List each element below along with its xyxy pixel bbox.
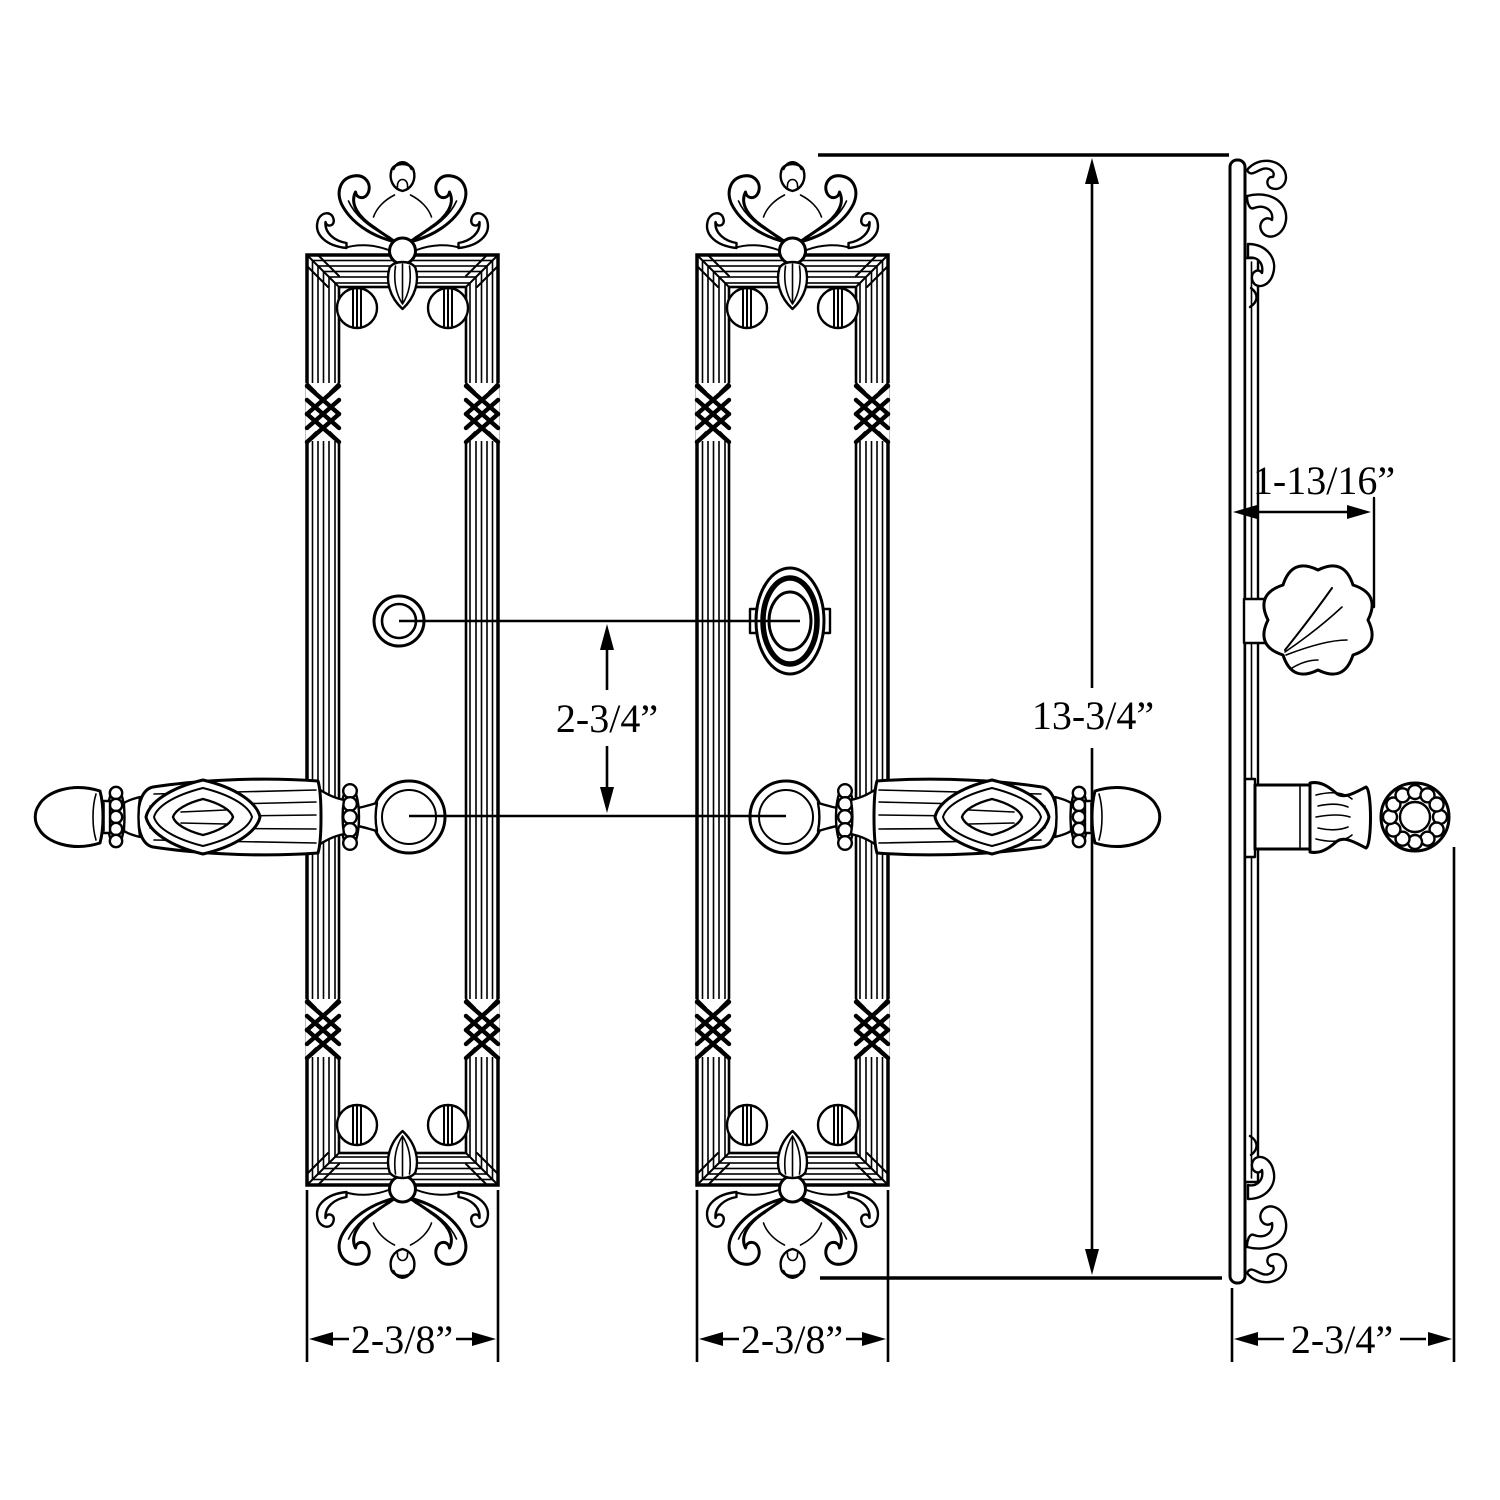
arrowhead-right xyxy=(1428,1332,1452,1346)
left-plate-body xyxy=(306,255,500,1185)
dimension-overall-height: 13-3/4” xyxy=(818,153,1229,1280)
left-lever-handle xyxy=(33,777,379,857)
side-lever-end-rosette xyxy=(1379,781,1451,853)
arrowhead-up xyxy=(1085,158,1099,184)
dim-label-left-plate-width: 2-3/8” xyxy=(351,1317,453,1362)
dim-label-lever-projection: 2-3/4” xyxy=(1291,1317,1393,1362)
right-lever-handle xyxy=(816,777,1162,857)
arrowhead-up xyxy=(600,624,614,650)
side-lever-assembly xyxy=(1243,777,1451,859)
side-profile-view xyxy=(1228,158,1374,1285)
side-plate-edge xyxy=(1228,158,1247,1285)
arrowhead-right xyxy=(1347,505,1371,519)
arrowhead-down xyxy=(1085,1249,1099,1275)
arrowhead-right xyxy=(862,1332,886,1346)
right-escutcheon-front-view xyxy=(696,162,890,1278)
left-escutcheon-front-view xyxy=(306,162,500,1278)
dimension-lever-projection: 2-3/4” xyxy=(1230,847,1456,1362)
dim-label-right-plate-width: 2-3/8” xyxy=(741,1317,843,1362)
arrowhead-right xyxy=(472,1332,496,1346)
side-thumbturn-shell-knob xyxy=(1242,564,1374,676)
arrowhead-down xyxy=(600,787,614,813)
dim-label-center-to-center: 2-3/4” xyxy=(556,696,658,741)
arrowhead-left xyxy=(309,1332,333,1346)
dimension-right-plate-width: 2-3/8” xyxy=(695,1190,890,1362)
dimension-center-to-center: 2-3/4” xyxy=(399,619,800,818)
dimension-left-plate-width: 2-3/8” xyxy=(305,1190,500,1362)
arrowhead-left xyxy=(1234,1332,1258,1346)
dimension-turn-projection: 1-13/16” xyxy=(1233,458,1395,609)
arrowhead-left xyxy=(699,1332,723,1346)
dim-label-overall-height: 13-3/4” xyxy=(1032,693,1154,738)
dim-label-turn-projection: 1-13/16” xyxy=(1253,458,1395,503)
right-plate-body xyxy=(696,255,890,1185)
arrowhead-left xyxy=(1233,505,1257,519)
